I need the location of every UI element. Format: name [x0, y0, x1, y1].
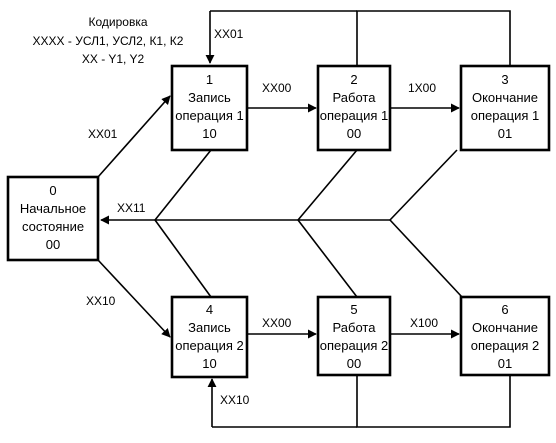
state-3-line-2: операция 1: [471, 108, 540, 123]
label-s0-s4: XX10: [86, 294, 116, 308]
state-0-number: 0: [49, 183, 56, 198]
state-5-line-2: операция 2: [320, 338, 389, 353]
label-return: XX11: [117, 201, 146, 215]
state-3-line-1: Окончание: [472, 90, 538, 105]
state-5-code: 00: [347, 356, 361, 371]
edge-return-s6: [389, 219, 463, 298]
state-1-line-1: Запись: [188, 90, 231, 105]
state-6-line-2: операция 2: [471, 338, 540, 353]
label-s4-s5: XX00: [262, 316, 292, 330]
edge-return-s3: [389, 149, 458, 221]
state-0-line-2: состояние: [22, 219, 84, 234]
state-3: 3 Окончание операция 1 01: [459, 64, 551, 152]
legend-line-1: XXXX - УСЛ1, УСЛ2, К1, К2: [33, 34, 184, 48]
state-6: 6 Окончание операция 2 01: [459, 295, 551, 377]
state-2-box: [316, 64, 392, 152]
state-0-code: 00: [46, 237, 60, 252]
state-4: 4 Запись операция 2 10: [170, 295, 249, 379]
state-4-number: 4: [206, 302, 213, 317]
state-2-line-2: операция 1: [320, 108, 389, 123]
state-5-box: [316, 295, 392, 377]
label-s0-s1: XX01: [88, 127, 118, 141]
state-1-code: 10: [202, 126, 216, 141]
edge-return-s1: [154, 149, 212, 221]
edge-return-s4: [154, 219, 212, 298]
edge-return-s2: [297, 149, 358, 221]
edge-s0-s4: [97, 259, 171, 338]
state-3-code: 01: [498, 126, 512, 141]
encoding-legend: Кодировка XXXX - УСЛ1, УСЛ2, К1, К2 XX -…: [33, 15, 184, 66]
state-2-number: 2: [350, 72, 357, 87]
edge-top-loop: [356, 10, 511, 65]
state-5-number: 5: [350, 302, 357, 317]
edge-s0-s1: [97, 95, 171, 178]
state-6-code: 01: [498, 356, 512, 371]
state-0-line-1: Начальное: [20, 201, 86, 216]
state-4-line-2: операция 2: [175, 338, 244, 353]
transition-wires: [97, 10, 511, 428]
label-s5-s6: X100: [410, 316, 438, 330]
label-s2-s3: 1X00: [408, 81, 436, 95]
state-6-number: 6: [501, 302, 508, 317]
label-s1-s2: XX00: [262, 81, 292, 95]
label-bottom-loop: XX10: [220, 393, 250, 407]
edge-return-s5: [297, 219, 358, 298]
state-1-line-2: операция 1: [175, 108, 244, 123]
edge-bottom-loop: [356, 375, 511, 428]
legend-line-2: XX - Y1, Y2: [82, 52, 145, 66]
state-4-code: 10: [202, 356, 216, 371]
state-6-line-1: Окончание: [472, 320, 538, 335]
state-1-number: 1: [206, 72, 213, 87]
state-1-box: [170, 64, 249, 152]
state-2-code: 00: [347, 126, 361, 141]
state-6-box: [459, 295, 551, 377]
state-2: 2 Работа операция 1 00: [316, 64, 392, 152]
state-4-box: [170, 295, 249, 379]
state-2-line-1: Работа: [333, 90, 377, 105]
transition-labels: XX01 XX10 XX00 1X00 XX00 X100 XX01 XX10 …: [86, 27, 438, 407]
state-3-number: 3: [501, 72, 508, 87]
legend-title: Кодировка: [88, 15, 147, 29]
state-1: 1 Запись операция 1 10: [170, 64, 249, 152]
label-top-loop: XX01: [214, 27, 244, 41]
state-5-line-1: Работа: [333, 320, 377, 335]
state-0: 0 Начальное состояние 00: [6, 175, 100, 262]
state-5: 5 Работа операция 2 00: [316, 295, 392, 377]
state-4-line-1: Запись: [188, 320, 231, 335]
state-3-box: [459, 64, 551, 152]
state-0-box: [6, 175, 100, 262]
